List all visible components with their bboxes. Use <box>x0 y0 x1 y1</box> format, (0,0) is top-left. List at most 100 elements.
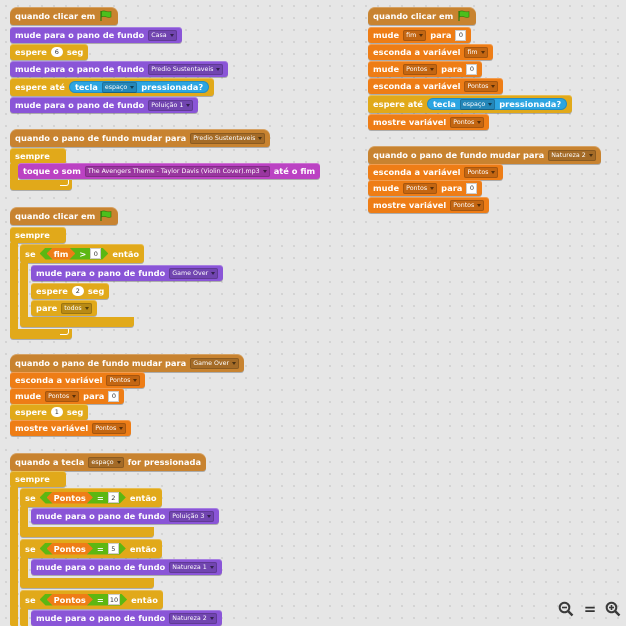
wait-seconds-input[interactable]: 2 <box>71 286 84 296</box>
if-block[interactable]: se fim > 0 então <box>20 244 145 263</box>
number-input[interactable]: 2 <box>108 492 119 503</box>
when-backdrop-switches-hat[interactable]: quando o pano de fundo mudar para Game O… <box>10 354 245 372</box>
zoom-in-button[interactable] <box>604 600 622 618</box>
variable-dropdown[interactable]: Pontos <box>92 422 127 434</box>
backdrop-dropdown[interactable]: Casa <box>148 29 177 41</box>
value-input[interactable]: 0 <box>466 182 478 194</box>
when-flag-clicked-hat[interactable]: quando clicar em <box>368 7 477 25</box>
switch-backdrop-block[interactable]: mude para o pano de fundo Poluição 3 <box>31 508 220 524</box>
block-label: então <box>129 543 157 554</box>
key-pressed-sensing[interactable]: tecla espaço pressionada? <box>426 98 568 110</box>
if-block[interactable]: se Pontos = 10 então <box>20 590 163 609</box>
wait-seconds-input[interactable]: 6 <box>50 47 63 57</box>
set-variable-block[interactable]: mude fim para 0 <box>368 27 472 43</box>
show-variable-block[interactable]: mostre variável Pontos <box>10 420 132 436</box>
zoom-in-icon <box>605 601 621 617</box>
hide-variable-block[interactable]: esconda a variável Pontos <box>368 164 504 180</box>
when-backdrop-switches-hat[interactable]: quando o pano de fundo mudar para Nature… <box>368 146 601 164</box>
value-input[interactable]: 0 <box>455 29 467 41</box>
forever-block[interactable]: sempre <box>10 148 66 164</box>
show-variable-block[interactable]: mostre variável Pontos <box>368 197 490 213</box>
backdrop-dropdown[interactable]: Predio Sustentaveis <box>148 63 224 75</box>
when-backdrop-switches-hat[interactable]: quando o pano de fundo mudar para Predio… <box>10 129 271 147</box>
forever-block[interactable]: sempre <box>10 227 66 243</box>
variable-dropdown[interactable]: fim <box>464 46 488 58</box>
value-input[interactable]: 0 <box>466 63 478 75</box>
number-input[interactable]: 10 <box>109 595 119 604</box>
green-flag-icon <box>100 210 112 221</box>
show-variable-block[interactable]: mostre variável Pontos <box>368 114 490 130</box>
switch-backdrop-block[interactable]: mude para o pano de fundo Poluição 1 <box>10 97 199 113</box>
value-input[interactable]: 0 <box>108 390 120 402</box>
sound-dropdown[interactable]: The Avengers Theme - Taylor Davis (Violi… <box>84 165 270 177</box>
switch-backdrop-block[interactable]: mude para o pano de fundo Casa <box>10 27 182 43</box>
variable-name: fim <box>53 248 69 259</box>
block-label: pare <box>36 303 58 313</box>
zoom-reset-button[interactable]: = <box>581 600 599 618</box>
key-pressed-sensing[interactable]: tecla espaço pressionada? <box>68 81 210 93</box>
stop-dropdown[interactable]: todos <box>61 302 92 314</box>
variable-dropdown[interactable]: Pontos <box>106 374 141 386</box>
backdrop-dropdown[interactable]: Poluição 1 <box>148 99 194 111</box>
when-flag-clicked-hat[interactable]: quando clicar em <box>10 207 119 225</box>
wait-until-block[interactable]: espere até tecla espaço pressionada? <box>368 95 573 113</box>
backdrop-dropdown[interactable]: Natureza 2 <box>548 149 596 161</box>
backdrop-dropdown[interactable]: Poluição 3 <box>169 510 215 522</box>
block-label: for pressionada <box>127 457 202 467</box>
backdrop-dropdown[interactable]: Game Over <box>169 267 219 279</box>
key-dropdown[interactable]: espaço <box>459 98 496 110</box>
backdrop-dropdown[interactable]: Natureza 1 <box>169 561 217 573</box>
operator-symbol: = <box>96 492 104 503</box>
hide-variable-block[interactable]: esconda a variável Pontos <box>368 78 504 94</box>
hide-variable-block[interactable]: esconda a variável fim <box>368 44 493 60</box>
key-dropdown[interactable]: espaço <box>88 456 124 468</box>
wait-block[interactable]: espere 2 seg <box>31 283 110 299</box>
variable-reporter[interactable]: Pontos <box>47 492 93 504</box>
forever-block[interactable]: sempre <box>10 471 66 487</box>
backdrop-dropdown[interactable]: Predio Sustentaveis <box>190 132 266 144</box>
if-block[interactable]: se Pontos = 5 então <box>20 539 162 558</box>
number-input[interactable]: 5 <box>108 543 119 554</box>
variable-dropdown[interactable]: Pontos <box>450 199 485 211</box>
switch-backdrop-block[interactable]: mude para o pano de fundo Game Over <box>31 265 224 281</box>
number-input[interactable]: 0 <box>90 248 101 259</box>
wait-seconds-input[interactable]: 1 <box>50 407 63 417</box>
switch-backdrop-block[interactable]: mude para o pano de fundo Natureza 1 <box>31 559 222 575</box>
wait-until-block[interactable]: espere até tecla espaço pressionada? <box>10 78 215 96</box>
set-variable-block[interactable]: mude Pontos para 0 <box>368 180 483 196</box>
when-key-pressed-hat[interactable]: quando a tecla espaço for pressionada <box>10 453 207 471</box>
variable-dropdown[interactable]: Pontos <box>45 390 80 402</box>
variable-reporter[interactable]: Pontos <box>47 594 93 606</box>
when-flag-clicked-hat[interactable]: quando clicar em <box>10 7 119 25</box>
variable-dropdown[interactable]: Pontos <box>464 166 499 178</box>
wait-block[interactable]: espere 1 seg <box>10 404 89 420</box>
wait-block[interactable]: espere 6 seg <box>10 44 89 60</box>
switch-backdrop-block[interactable]: mude para o pano de fundo Predio Sustent… <box>10 61 229 77</box>
block-label: mostre variável <box>373 117 447 127</box>
play-sound-until-done-block[interactable]: toque o som The Avengers Theme - Taylor … <box>18 163 321 179</box>
block-label: mude para o pano de fundo <box>36 268 166 278</box>
stop-block[interactable]: pare todos <box>31 300 97 316</box>
key-dropdown[interactable]: espaço <box>101 81 138 93</box>
set-variable-block[interactable]: mude Pontos para 0 <box>10 388 125 404</box>
hide-variable-block[interactable]: esconda a variável Pontos <box>10 372 146 388</box>
equals-operator[interactable]: Pontos = 2 <box>40 492 126 504</box>
zoom-out-button[interactable] <box>557 600 575 618</box>
set-variable-block[interactable]: mude Pontos para 0 <box>368 61 483 77</box>
equals-operator[interactable]: Pontos = 10 <box>40 594 128 606</box>
equals-operator[interactable]: Pontos = 5 <box>40 543 126 555</box>
variable-dropdown[interactable]: Pontos <box>403 63 438 75</box>
greater-than-operator[interactable]: fim > 0 <box>40 248 109 260</box>
variable-dropdown[interactable]: Pontos <box>450 116 485 128</box>
variable-reporter[interactable]: Pontos <box>47 543 93 555</box>
if-block[interactable]: se Pontos = 2 então <box>20 488 162 507</box>
switch-backdrop-block[interactable]: mude para o pano de fundo Natureza 2 <box>31 610 222 626</box>
variable-dropdown[interactable]: Pontos <box>464 80 499 92</box>
variable-dropdown[interactable]: fim <box>403 29 427 41</box>
variable-dropdown[interactable]: Pontos <box>403 182 438 194</box>
variable-reporter[interactable]: fim <box>47 248 76 260</box>
backdrop-dropdown[interactable]: Game Over <box>190 357 240 369</box>
backdrop-dropdown[interactable]: Natureza 2 <box>169 612 217 624</box>
block-label: mostre variável <box>15 423 89 433</box>
